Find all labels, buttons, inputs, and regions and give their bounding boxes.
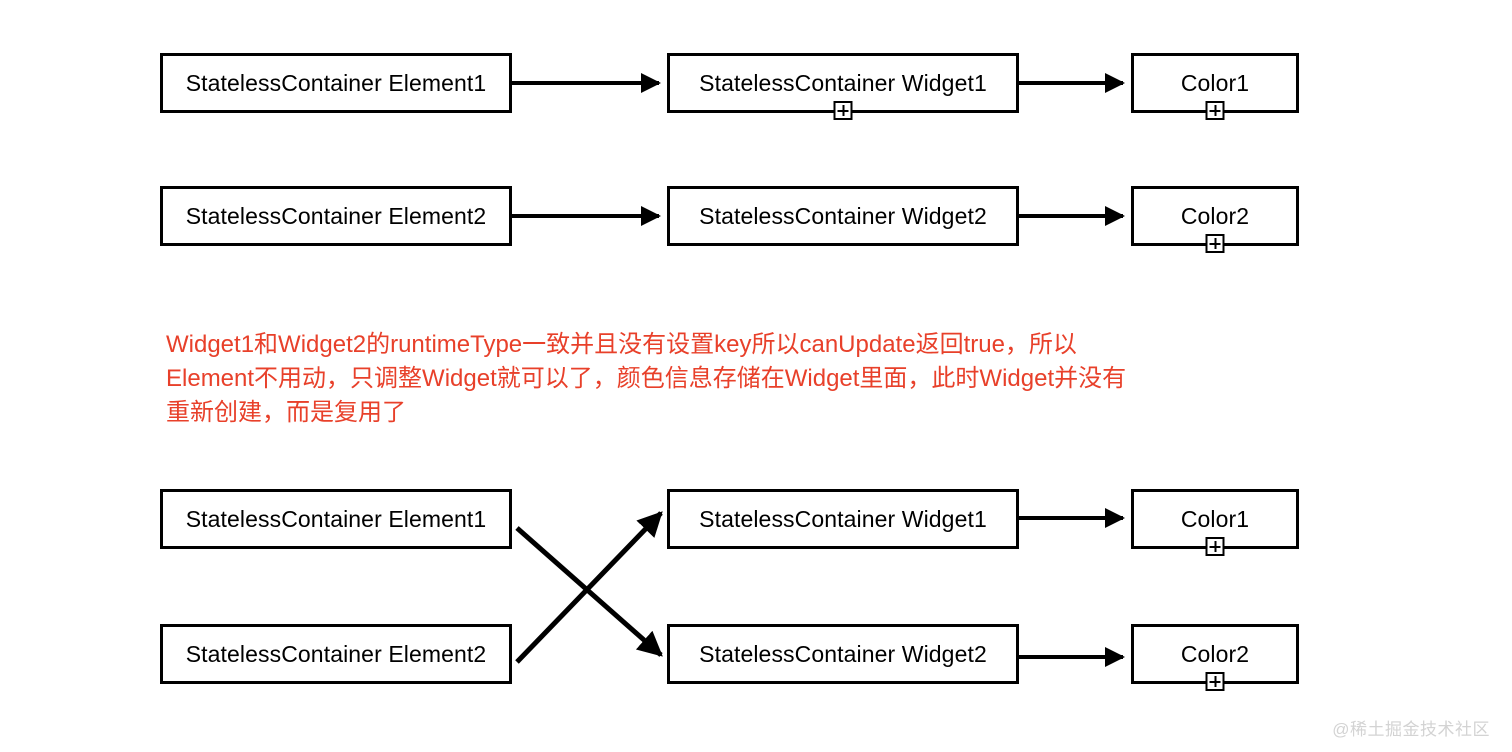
node-label: StatelessContainer Element1: [185, 505, 487, 532]
node-label: Color1: [1180, 505, 1250, 532]
node-label: StatelessContainer Element2: [185, 640, 487, 667]
node-element1-top[interactable]: StatelessContainer Element1: [160, 53, 512, 113]
node-label: Color1: [1180, 69, 1250, 96]
node-label: StatelessContainer Element1: [185, 69, 487, 96]
node-label: StatelessContainer Element2: [185, 202, 487, 229]
node-label: StatelessContainer Widget1: [699, 505, 987, 532]
node-widget1-bottom[interactable]: StatelessContainer Widget1: [667, 489, 1019, 549]
watermark: @稀土掘金技术社区: [1332, 720, 1490, 739]
node-widget2-bottom[interactable]: StatelessContainer Widget2: [667, 624, 1019, 684]
expand-plus-icon[interactable]: [1205, 234, 1225, 253]
node-label: Color2: [1180, 640, 1250, 667]
node-label: StatelessContainer Widget1: [699, 69, 987, 96]
annotation-line-2: Element不用动，只调整Widget就可以了，颜色信息存储在Widget里面…: [166, 365, 1127, 392]
expand-plus-icon[interactable]: [833, 101, 853, 120]
expand-plus-icon[interactable]: [1205, 672, 1225, 691]
annotation-line-1: Widget1和Widget2的runtimeType一致并且没有设置key所以…: [166, 331, 1077, 358]
node-color1-bottom[interactable]: Color1: [1131, 489, 1299, 556]
expand-plus-icon[interactable]: [1205, 537, 1225, 556]
node-color2-top[interactable]: Color2: [1131, 186, 1299, 253]
node-widget1-top[interactable]: StatelessContainer Widget1: [667, 53, 1019, 120]
node-element2-bottom[interactable]: StatelessContainer Element2: [160, 624, 512, 684]
node-label: StatelessContainer Widget2: [699, 640, 987, 667]
node-label: StatelessContainer Widget2: [699, 202, 987, 229]
annotation-text: Widget1和Widget2的runtimeType一致并且没有设置key所以…: [166, 328, 1126, 430]
node-color1-top[interactable]: Color1: [1131, 53, 1299, 120]
node-element1-bottom[interactable]: StatelessContainer Element1: [160, 489, 512, 549]
node-element2-top[interactable]: StatelessContainer Element2: [160, 186, 512, 246]
node-label: Color2: [1180, 202, 1250, 229]
annotation-line-3: 重新创建，而是复用了: [166, 399, 406, 426]
node-color2-bottom[interactable]: Color2: [1131, 624, 1299, 691]
expand-plus-icon[interactable]: [1205, 101, 1225, 120]
node-widget2-top[interactable]: StatelessContainer Widget2: [667, 186, 1019, 246]
edge-element2-widget1-cross: [515, 511, 663, 664]
edge-element1-widget2-cross: [515, 526, 663, 657]
